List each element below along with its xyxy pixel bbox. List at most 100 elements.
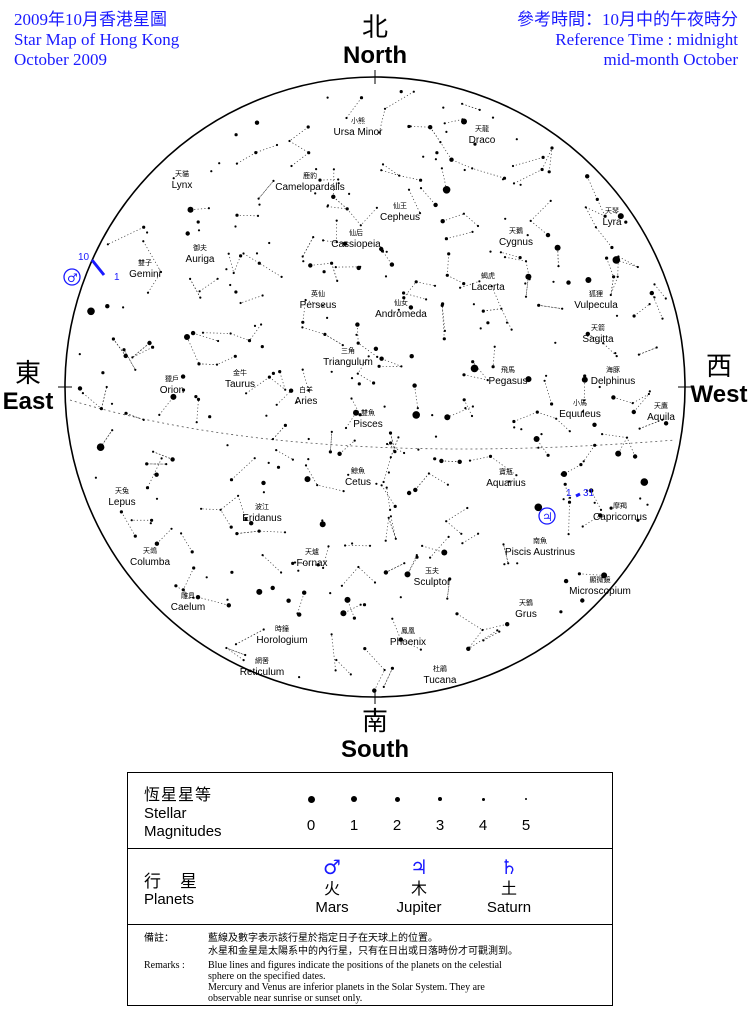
star bbox=[512, 419, 516, 424]
star bbox=[533, 436, 540, 442]
star bbox=[385, 486, 388, 489]
constellation-line bbox=[415, 473, 430, 491]
star bbox=[256, 588, 263, 595]
star bbox=[278, 370, 282, 374]
constellation-line bbox=[595, 226, 613, 248]
constellation-line bbox=[336, 659, 352, 675]
constellation-line bbox=[297, 592, 305, 614]
constellation-zh-3: 鹿豹 bbox=[303, 171, 317, 180]
constellation-line bbox=[220, 495, 239, 511]
star bbox=[415, 554, 418, 557]
star bbox=[461, 118, 467, 125]
star bbox=[342, 490, 345, 493]
star bbox=[296, 612, 299, 615]
star bbox=[344, 426, 348, 430]
magnitude-value-1: 1 bbox=[349, 817, 359, 834]
star bbox=[359, 224, 362, 227]
star bbox=[353, 439, 356, 442]
star bbox=[445, 520, 448, 523]
star bbox=[261, 554, 264, 557]
star bbox=[605, 256, 609, 260]
constellation-line bbox=[294, 562, 319, 566]
constellation-line bbox=[442, 213, 465, 222]
constellation-line bbox=[590, 490, 602, 511]
star bbox=[493, 345, 496, 348]
east-en: East bbox=[2, 388, 54, 415]
star bbox=[359, 603, 362, 606]
star bbox=[422, 155, 425, 158]
constellation-line bbox=[407, 554, 418, 575]
star bbox=[408, 305, 414, 310]
star bbox=[545, 232, 551, 238]
star bbox=[594, 226, 598, 229]
star bbox=[280, 571, 283, 574]
constellation-zh-29: 南魚 bbox=[533, 536, 547, 545]
star bbox=[599, 508, 603, 511]
star bbox=[647, 392, 651, 396]
star bbox=[611, 395, 616, 400]
star bbox=[355, 322, 360, 327]
star bbox=[566, 280, 571, 285]
magnitude-dot-2 bbox=[394, 796, 400, 802]
star bbox=[244, 653, 247, 657]
star bbox=[284, 388, 287, 391]
constellation-zh-39: 杜鵑 bbox=[433, 664, 447, 673]
star bbox=[330, 370, 333, 373]
constellation-line bbox=[390, 516, 397, 539]
star bbox=[399, 596, 402, 599]
star bbox=[158, 413, 161, 416]
star bbox=[417, 448, 420, 451]
star bbox=[661, 418, 664, 421]
constellation-line bbox=[199, 278, 218, 292]
star bbox=[146, 231, 149, 234]
constellation-line bbox=[331, 634, 336, 671]
star bbox=[154, 472, 159, 477]
constellation-zh-22: 天鷹 bbox=[654, 401, 668, 410]
star bbox=[559, 610, 563, 614]
star bbox=[335, 658, 338, 662]
constellation-line bbox=[189, 278, 201, 298]
star bbox=[332, 168, 335, 171]
remarks-zh-line2: 水星和金星是太陽系中的內行星，只有在日出或日落時份才可觀測到。 bbox=[208, 946, 518, 957]
star bbox=[270, 585, 275, 591]
constellation-line bbox=[428, 473, 449, 486]
constellation-line bbox=[381, 358, 402, 367]
star bbox=[373, 346, 379, 351]
constellation-en-34: Caelum bbox=[171, 602, 205, 613]
star bbox=[419, 187, 423, 190]
constellation-line bbox=[482, 623, 508, 631]
star bbox=[524, 282, 527, 285]
star bbox=[479, 327, 482, 330]
constellation-line bbox=[530, 220, 549, 236]
star bbox=[190, 550, 194, 554]
constellation-line bbox=[538, 304, 563, 310]
star bbox=[304, 476, 311, 483]
magnitude-value-5: 5 bbox=[521, 817, 531, 834]
constellation-line bbox=[491, 286, 502, 309]
star bbox=[398, 174, 401, 177]
star bbox=[653, 296, 656, 299]
ecliptic-line bbox=[69, 399, 676, 450]
magnitude-dot-4 bbox=[481, 797, 485, 801]
constellation-zh-38: 網罟 bbox=[255, 656, 269, 665]
star bbox=[380, 169, 383, 172]
constellation-line bbox=[226, 647, 244, 661]
star bbox=[280, 275, 283, 278]
star bbox=[457, 459, 462, 464]
constellation-line bbox=[583, 379, 586, 401]
constellation-line bbox=[310, 262, 332, 266]
constellation-en-2: Lynx bbox=[172, 180, 193, 191]
planets-en: Planets bbox=[144, 891, 195, 908]
star bbox=[345, 116, 348, 120]
constellation-line bbox=[101, 386, 108, 409]
constellation-line bbox=[302, 236, 314, 257]
constellation-en-22: Aquila bbox=[647, 412, 675, 423]
constellation-zh-5: 天琴 bbox=[605, 207, 619, 215]
star bbox=[390, 666, 394, 670]
star bbox=[329, 592, 332, 595]
constellation-line bbox=[358, 566, 376, 583]
star bbox=[402, 291, 406, 295]
constellation-line bbox=[147, 271, 162, 293]
star bbox=[327, 545, 330, 548]
star bbox=[482, 639, 485, 642]
